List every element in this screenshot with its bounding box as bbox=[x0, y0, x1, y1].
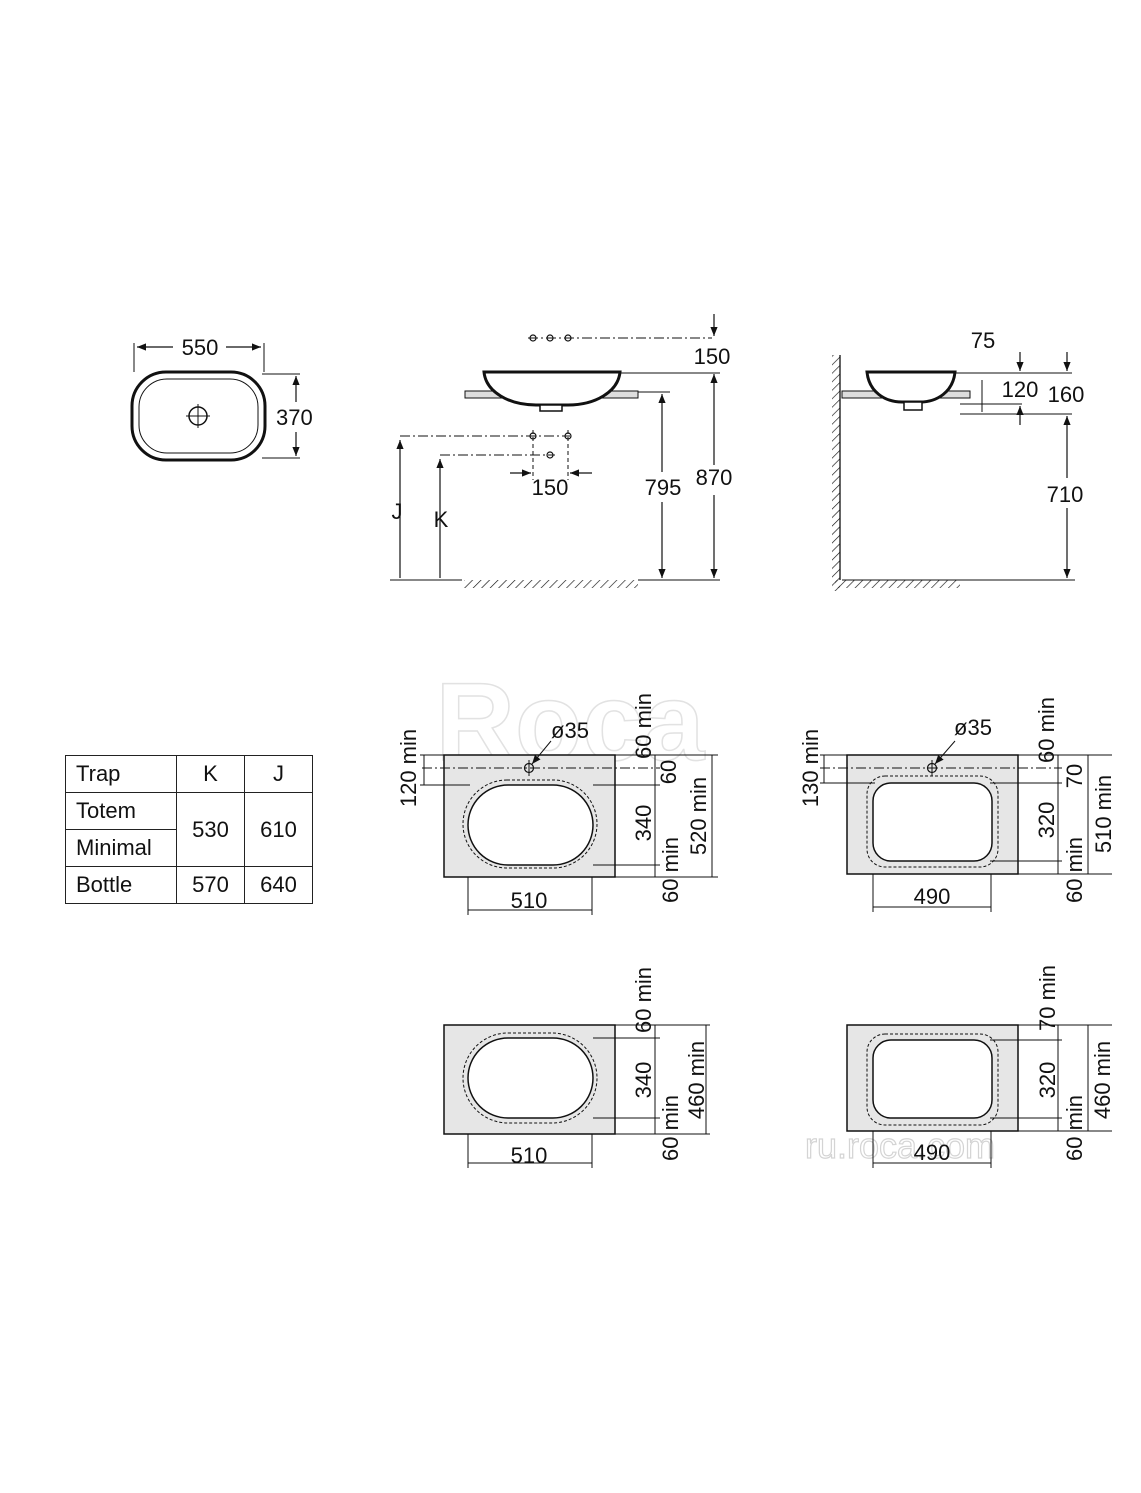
cutout3-top-min: 60 min bbox=[631, 967, 656, 1033]
trap-header-cell: Trap bbox=[65, 755, 177, 793]
j-bottle: 640 bbox=[244, 866, 313, 904]
side-tap-spacing-top: 150 bbox=[694, 344, 731, 369]
k-header-cell: K bbox=[176, 755, 245, 793]
top-depth-label: 370 bbox=[276, 405, 313, 430]
side-height-870: 870 bbox=[696, 465, 733, 490]
side-height-795: 795 bbox=[645, 475, 682, 500]
trap-name-minimal: Minimal bbox=[65, 829, 177, 867]
cutout-tap-rect bbox=[820, 740, 1112, 912]
top-view bbox=[130, 343, 300, 462]
trap-table: Trap K J Totem 530 610 Minimal Bottle 57… bbox=[65, 755, 313, 904]
side-view bbox=[390, 314, 720, 588]
wall-height-710: 710 bbox=[1047, 482, 1084, 507]
cutout-oval bbox=[443, 1024, 710, 1168]
cutout2-bottom-min: 60 min bbox=[1062, 837, 1087, 903]
wall-dim-120: 120 bbox=[1002, 377, 1039, 402]
cutout1-total-min: 520 min bbox=[686, 777, 711, 855]
cutout-rect bbox=[846, 1024, 1112, 1168]
wall-view bbox=[832, 352, 1075, 591]
cutout4-width: 490 bbox=[914, 1140, 951, 1165]
cutout2-gap-min: 60 min bbox=[1034, 697, 1059, 763]
cutout4-total-min: 460 min bbox=[1090, 1041, 1115, 1119]
side-label-j: J bbox=[392, 499, 403, 524]
cutout2-inner: 320 bbox=[1034, 802, 1059, 839]
k-bottle: 570 bbox=[176, 866, 245, 904]
cutout4-inner: 320 bbox=[1035, 1062, 1060, 1099]
table-row: Bottle 570 640 bbox=[65, 866, 313, 904]
cutout1-bottom-min: 60 min bbox=[658, 837, 683, 903]
cutout2-tap-gap: 70 bbox=[1062, 764, 1087, 788]
cutout2-hole-label: ø35 bbox=[954, 715, 992, 740]
cutout1-inner: 340 bbox=[631, 805, 656, 842]
j-header-cell: J bbox=[244, 755, 313, 793]
cutout3-inner: 340 bbox=[631, 1062, 656, 1099]
cutout3-bottom-min: 60 min bbox=[658, 1095, 683, 1161]
table-row: Totem 530 610 bbox=[65, 792, 313, 867]
j-totem-minimal: 610 bbox=[244, 792, 313, 867]
side-tap-spacing-bottom: 150 bbox=[532, 475, 569, 500]
cutout2-width: 490 bbox=[914, 884, 951, 909]
cutout1-tap-gap: 60 bbox=[656, 760, 681, 784]
cutout1-width: 510 bbox=[511, 888, 548, 913]
cutout1-top-min: 120 min bbox=[396, 729, 421, 807]
cutout-tap-oval bbox=[420, 740, 718, 915]
cutout4-top-min: 70 min bbox=[1035, 965, 1060, 1031]
trap-table-header: Trap K J bbox=[65, 755, 313, 793]
side-label-k: K bbox=[434, 507, 449, 532]
cutout2-total-min: 510 min bbox=[1091, 775, 1116, 853]
top-width-label: 550 bbox=[182, 335, 219, 360]
cutout2-top-min: 130 min bbox=[798, 729, 823, 807]
cutout3-width: 510 bbox=[511, 1143, 548, 1168]
trap-name-totem: Totem bbox=[65, 792, 177, 830]
cutout4-bottom-min: 60 min bbox=[1062, 1095, 1087, 1161]
trap-name-bottle: Bottle bbox=[65, 866, 177, 904]
cutout1-gap-min: 60 min bbox=[631, 693, 656, 759]
wall-offset-75: 75 bbox=[971, 328, 995, 353]
cutout1-hole-label: ø35 bbox=[551, 718, 589, 743]
cutout3-total-min: 460 min bbox=[684, 1041, 709, 1119]
table-row: Minimal bbox=[65, 829, 313, 867]
wall-dim-160: 160 bbox=[1048, 382, 1085, 407]
k-totem-minimal: 530 bbox=[176, 792, 245, 867]
